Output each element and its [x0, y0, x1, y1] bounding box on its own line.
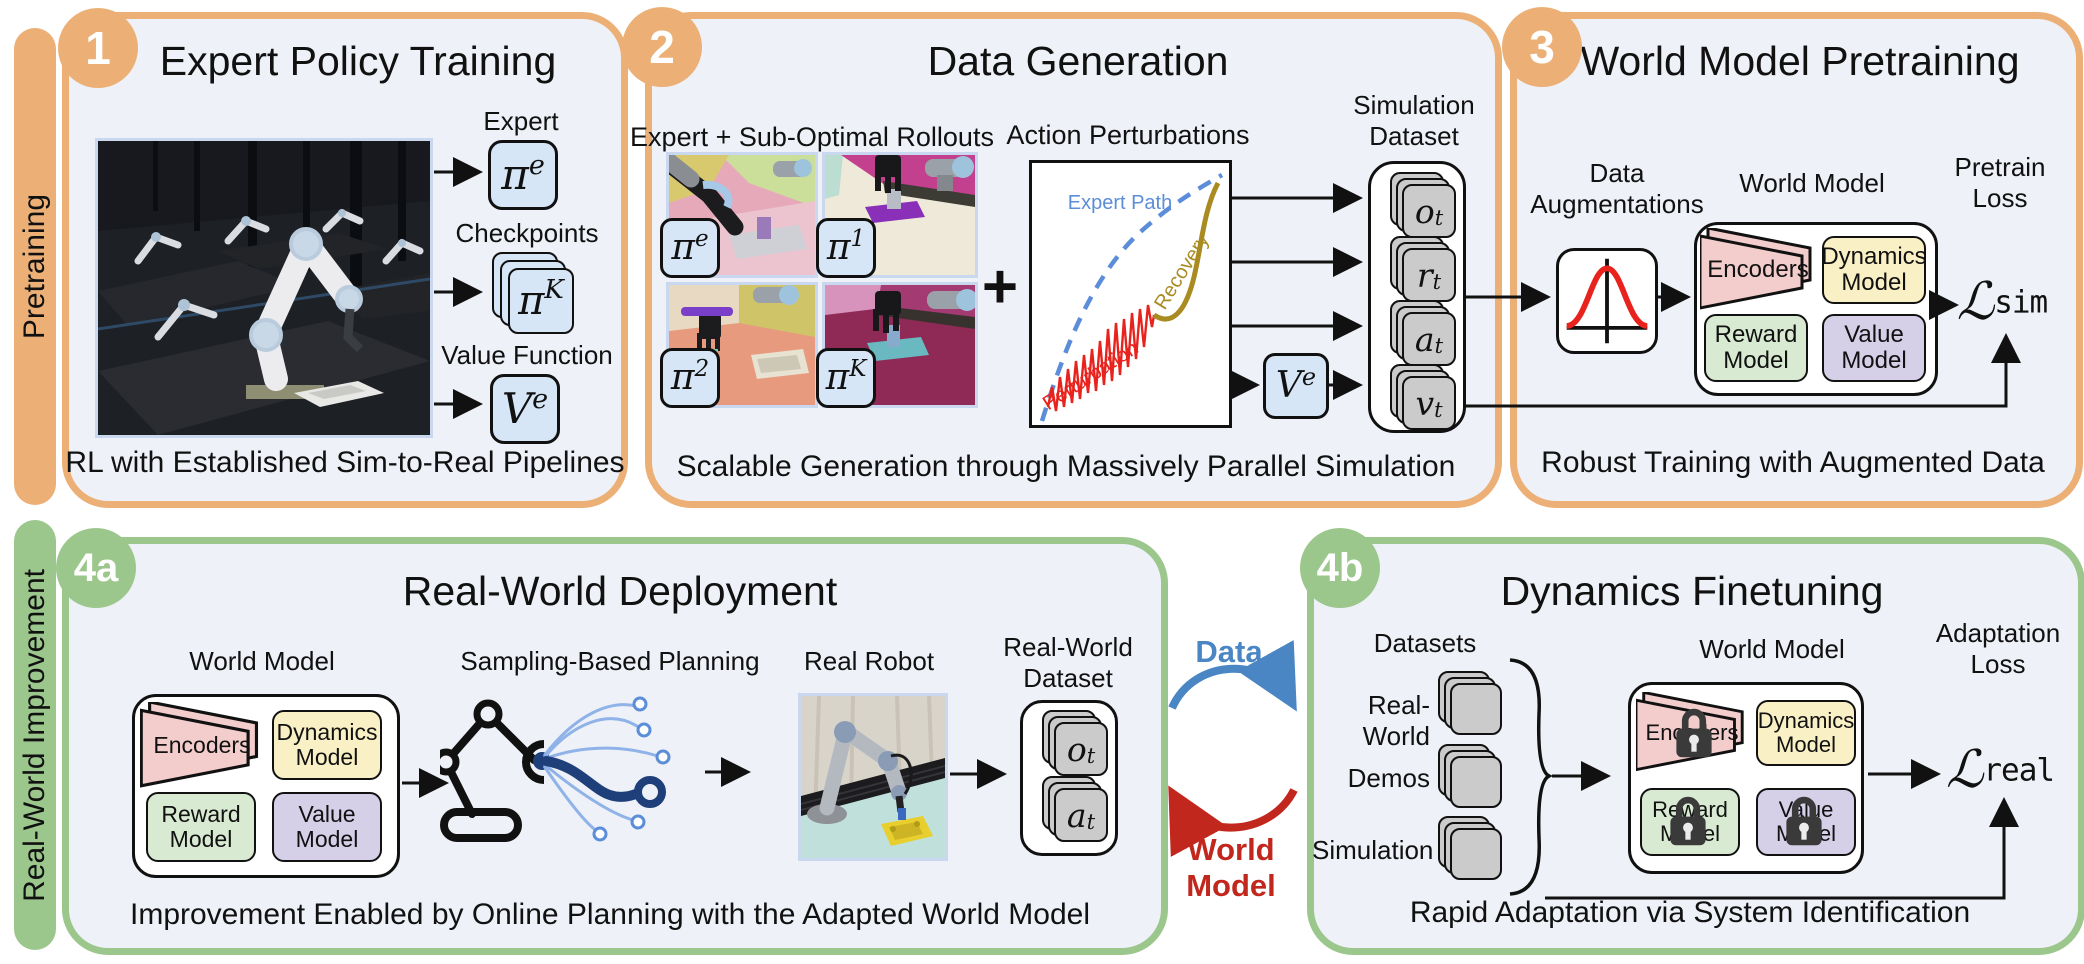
simulation-dataset-label: Simulation Dataset	[1353, 90, 1475, 151]
encoders-icon-p4a: Encoders	[139, 700, 264, 790]
panel4b-title: Dynamics Finetuning	[1500, 568, 1884, 614]
stack-simulation	[1438, 816, 1504, 882]
value-function-label: Value Function	[441, 340, 613, 370]
dynamics-model-box-p4b: Dynamics Model	[1756, 700, 1856, 766]
adaptation-loss-value: ℒreal	[1945, 740, 2055, 800]
row-label-real-world: Real-World	[1362, 690, 1430, 751]
data-augmentations-label: Data Augmentations	[1530, 158, 1704, 219]
expert-label: Expert	[483, 106, 559, 136]
sidebar-improvement-bar: Real-World Improvement	[14, 520, 56, 950]
value-model-box-p4a: Value Model	[272, 792, 382, 862]
action-perturbations-label: Action Perturbations	[1006, 120, 1250, 150]
badge-4b: 4b	[1300, 528, 1380, 608]
perturbation-signal	[1046, 304, 1156, 412]
adaptation-loss-label: Adaptation Loss	[1935, 618, 2061, 679]
lock-icon-encoders	[1676, 708, 1712, 758]
dynamics-model-box-p4a: Dynamics Model	[272, 710, 382, 780]
recovery-curve	[1152, 181, 1221, 322]
panel1-title: Expert Policy Training	[159, 38, 557, 84]
value-model-box-p3: Value Model	[1822, 314, 1926, 382]
real-robot-photo	[798, 693, 948, 861]
rollout-tile-pi1	[822, 152, 978, 278]
encoders-label-p3: Encoders	[1707, 256, 1809, 283]
pretrain-loss-label: Pretrain Loss	[1954, 152, 2046, 213]
badge-1: 1	[58, 8, 138, 88]
panel3-world-model-label: World Model	[1739, 168, 1885, 198]
rollout-tile-piK-art	[825, 285, 978, 405]
badge-3: 3	[1502, 7, 1582, 87]
lock-icon-reward	[1670, 796, 1706, 846]
badge-4a: 4a	[56, 528, 136, 608]
badge-2: 2	[622, 7, 702, 87]
gaussian-augmentation-icon	[1556, 248, 1658, 354]
sim-render-art	[97, 141, 431, 435]
action-perturbation-plot: Expert Path Recovery Perturbation	[1029, 160, 1232, 428]
stack-real-world	[1438, 671, 1504, 737]
plus-sign: +	[981, 252, 1019, 322]
rollout-tile-pi1-art	[825, 155, 975, 275]
datasets-label: Datasets	[1373, 628, 1477, 658]
cycle-data-label: Data	[1195, 634, 1263, 669]
panel2-caption: Scalable Generation through Massively Pa…	[676, 450, 1456, 483]
cycle-world-model-label: World Model	[1186, 832, 1276, 903]
cycle-world-model-arrow	[1168, 785, 1298, 857]
sidebar-pretraining-bar: Pretraining	[14, 28, 56, 505]
panel4a-title: Real-World Deployment	[402, 568, 838, 614]
row-label-demos: Demos	[1347, 763, 1430, 793]
lock-icon-value	[1786, 796, 1822, 846]
perturbation-label: Perturbation	[1039, 337, 1142, 415]
reward-model-box-p3: Reward Model	[1704, 314, 1808, 382]
sampling-planning-label: Sampling-Based Planning	[460, 646, 760, 676]
sampling-planning-sketch	[440, 696, 671, 842]
plot-art: Expert Path Recovery Perturbation	[1039, 173, 1224, 422]
encoders-icon-p3: Encoders	[1698, 226, 1816, 312]
panel3-title: World Model Pretraining	[1580, 38, 2020, 84]
row-label-simulation: Simulation	[1312, 835, 1434, 865]
stack-demos	[1438, 744, 1504, 810]
real-world-dataset-label: Real-World Dataset	[1003, 632, 1133, 693]
panel4b-world-model-label: World Model	[1699, 634, 1845, 664]
expert-path-label: Expert Path	[1068, 192, 1173, 214]
panel2-title: Data Generation	[927, 38, 1229, 84]
checkpoints-label: Checkpoints	[455, 218, 599, 248]
panel3-caption: Robust Training with Augmented Data	[1541, 446, 2045, 479]
rollouts-label: Expert + Sub-Optimal Rollouts	[630, 122, 994, 152]
panel4b-caption: Rapid Adaptation via System Identificati…	[1409, 896, 1971, 929]
cycle-data-arrow	[1168, 639, 1297, 712]
panel1-caption: RL with Established Sim-to-Real Pipeline…	[65, 446, 625, 479]
panel4a-caption: Improvement Enabled by Online Planning w…	[129, 898, 1091, 931]
panel4a-world-model-label: World Model	[189, 646, 335, 676]
sidebar-improvement-label: Real-World Improvement	[18, 568, 51, 902]
dynamics-model-box-p3: Dynamics Model	[1821, 236, 1927, 304]
encoders-label-p4a: Encoders	[153, 732, 251, 758]
recovery-label: Recovery	[1150, 230, 1213, 313]
pretrain-loss-value: ℒsim	[1956, 272, 2048, 332]
rollout-tile-piK	[822, 282, 978, 408]
real-robot-art	[800, 695, 946, 858]
expert-path-curve	[1039, 173, 1224, 422]
reward-model-box-p4a: Reward Model	[146, 792, 256, 862]
sim-render-image	[95, 138, 433, 438]
real-robot-label: Real Robot	[803, 646, 935, 676]
sidebar-pretraining-label: Pretraining	[18, 193, 51, 340]
